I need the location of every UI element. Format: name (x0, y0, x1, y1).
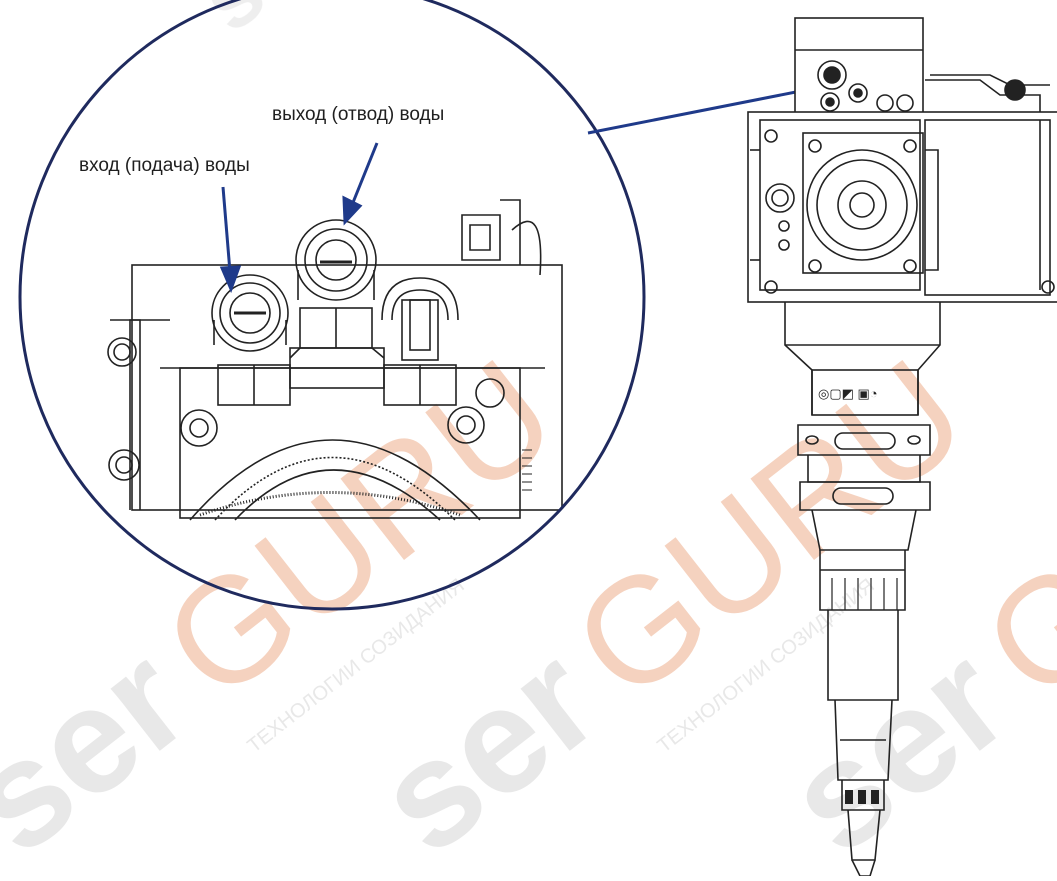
svg-text:se: se (182, 0, 322, 51)
side-fitting (381, 277, 459, 361)
detail-view (107, 199, 563, 521)
water-outlet-label: выход (отвод) воды (272, 104, 445, 125)
arrow-icon (342, 142, 379, 226)
laser-cutting-head: ◎▢◩ ▣◔ (747, 17, 1057, 877)
callout-line (587, 88, 807, 135)
magnifier-circle (18, 0, 646, 611)
watermark-top: se (182, 0, 322, 51)
svg-text:◎▢◩ ▣◔: ◎▢◩ ▣◔ (818, 386, 878, 401)
water-outlet-fitting (295, 219, 377, 301)
water-inlet-fitting (211, 274, 289, 352)
water-inlet-label: вход (подача) воды (79, 155, 250, 176)
arrow-icon (219, 186, 242, 294)
